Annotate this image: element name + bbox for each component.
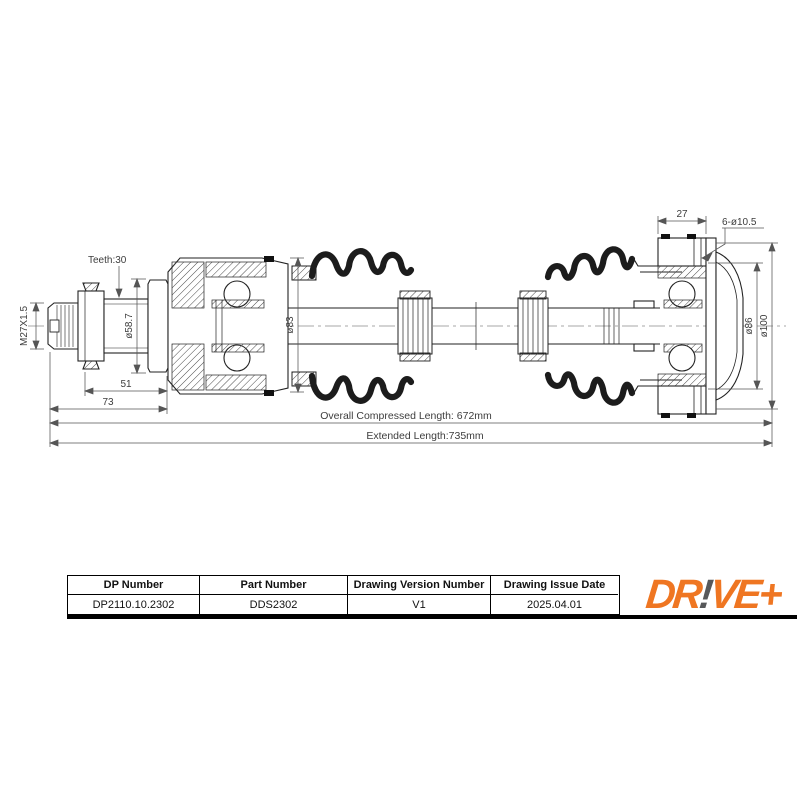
boot-bellows-top (308, 248, 415, 280)
lock-washer (77, 282, 105, 370)
flange-face-plate (705, 237, 717, 415)
title-block-bottom-rule (67, 615, 797, 619)
boot-bellows-top (544, 246, 636, 281)
boot-bellows-bottom (308, 372, 415, 404)
vent-seal (264, 390, 274, 396)
boot-bellows-bottom (544, 371, 636, 406)
vent-seal (264, 256, 274, 262)
dim-shaft-diameter-label: ø58.7 (124, 313, 135, 339)
logo-text-prefix: DR (643, 570, 702, 617)
axle-shaft (288, 302, 522, 350)
title-block-value-drawing-version: V1 (348, 595, 491, 614)
title-block-header-drawing-version: Drawing Version Number (348, 576, 491, 595)
bearing-ball-bottom (668, 344, 696, 372)
drive-plus-logo: DR!VE+ (628, 571, 798, 617)
dim-flange-diameter-label: ø100 (759, 314, 770, 337)
title-block-value-issue-date: 2025.04.01 (526, 598, 583, 611)
logo-text-suffix: VE+ (707, 570, 783, 617)
dim-hub-width-label: 27 (676, 209, 688, 220)
inner-cv-joint-flange (548, 234, 744, 418)
dim-extended-length-label: Extended Length:735mm (366, 430, 484, 442)
dim-bolt-holes-label: 6-ø10.5 (722, 217, 757, 228)
joint-bell-housing (715, 251, 744, 401)
dim-stub-length-label: 73 (102, 397, 114, 408)
flange-hub-bottom (657, 385, 707, 415)
title-block-value-dp-number: DP2110.10.2302 (68, 595, 200, 614)
dim-teeth-label: Teeth:30 (88, 255, 127, 266)
title-block-header-issue-date: Drawing Issue Date (491, 576, 618, 595)
dim-race-diameter-label: ø86 (744, 317, 755, 335)
title-block-header-dp-number: DP Number (68, 576, 200, 595)
shoulder-collar (147, 279, 169, 373)
threaded-stub-shaft (47, 302, 79, 350)
title-block-header-part-number: Part Number (200, 576, 348, 595)
dim-spline-length-label: 51 (120, 379, 132, 390)
flange-hub-top (657, 237, 707, 267)
dim-compressed-length-label: Overall Compressed Length: 672mm (320, 410, 492, 422)
right-cv-boot (517, 246, 686, 406)
outer-cv-joint-housing (167, 256, 289, 396)
dimension-lines (30, 216, 778, 447)
dim-joint-diameter-label: ø83 (285, 316, 296, 334)
title-block-value-part-number: DDS2302 (200, 595, 348, 614)
dim-thread-label: M27X1.5 (19, 306, 30, 346)
title-block-table: DP Number Part Number Drawing Version Nu… (67, 575, 620, 615)
